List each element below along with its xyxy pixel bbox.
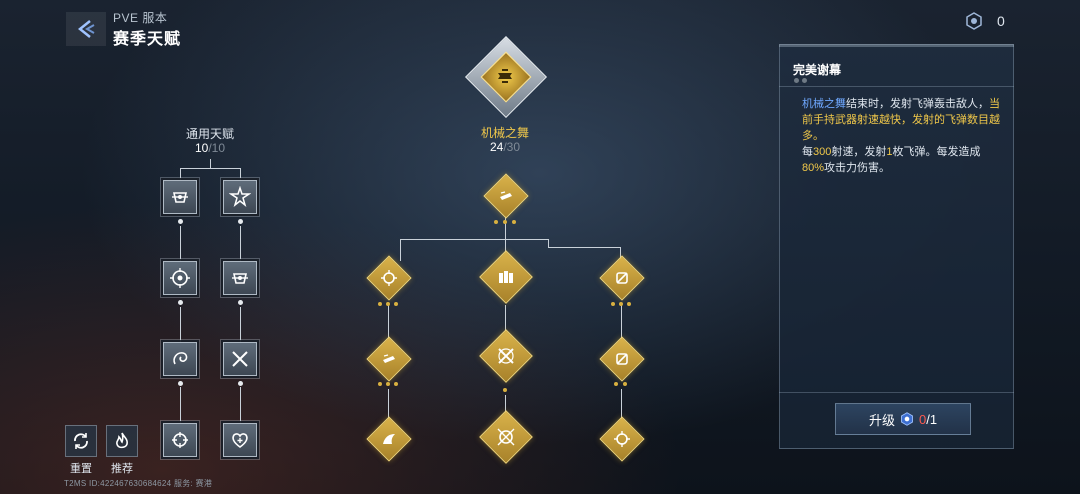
reset-icon — [74, 433, 88, 449]
mech-talent-node[interactable] — [599, 336, 645, 382]
shield-slash-icon — [616, 272, 628, 284]
crossed-blades-icon — [232, 351, 248, 367]
upgrade-label: 升级 — [868, 412, 895, 428]
crosshair-icon — [172, 432, 188, 448]
talent-point-icon — [901, 412, 913, 426]
talent-detail-title: 完美谢幕 — [793, 63, 842, 77]
page-title: 赛季天赋 — [113, 31, 182, 48]
skull-icon — [232, 273, 248, 284]
swirl-icon — [173, 352, 188, 365]
talent-point-counter: 0 — [965, 12, 1005, 30]
missile-icon — [383, 354, 395, 363]
mech-talent-node[interactable] — [479, 410, 533, 464]
mech-talent-node[interactable] — [479, 329, 533, 383]
upgrade-current: 0 — [918, 411, 927, 427]
talent-point-value: 0 — [997, 13, 1005, 29]
player-id-footer: T2MS ID:422467630684624 服务: 赛港 — [64, 479, 213, 488]
general-talents-count: 10/10 — [194, 141, 226, 155]
mech-talent-node[interactable] — [483, 173, 529, 219]
mech-talent-node[interactable] — [599, 416, 645, 462]
crossed-arrows-icon — [498, 348, 514, 364]
general-talent-node[interactable] — [163, 180, 197, 214]
general-talent-node[interactable] — [223, 342, 257, 376]
mech-talent-node[interactable] — [366, 416, 412, 462]
upgrade-max: /1 — [926, 411, 938, 427]
talent-point-icon — [966, 12, 982, 30]
header-subtitle: PVE 服本 — [113, 11, 168, 25]
general-talents-title: 通用天赋 — [185, 127, 234, 141]
ammo-icon — [499, 271, 513, 283]
back-arrow-icon — [77, 20, 95, 38]
crosshair-icon — [381, 270, 397, 286]
general-talent-node[interactable] — [223, 261, 257, 295]
mech-talent-node[interactable] — [599, 255, 645, 301]
recommend-button[interactable] — [106, 425, 138, 457]
talent-level-pips — [794, 78, 807, 83]
skull-crosshair-icon — [497, 428, 515, 446]
missile-icon — [500, 191, 512, 200]
talent-detail-panel — [779, 44, 1014, 449]
general-talent-node[interactable] — [223, 180, 257, 214]
general-talent-node[interactable] — [163, 423, 197, 457]
crosshair-icon — [614, 431, 630, 447]
recommend-label: 推荐 — [111, 463, 133, 475]
skull-icon — [172, 192, 188, 203]
talent-description: 机械之舞结束时，发射飞弹轰击敌人，当前手持武器射速越快，发射的飞弹数目越多。 每… — [802, 98, 1000, 174]
upgrade-button[interactable]: 升级 0/1 — [835, 403, 971, 435]
reset-button[interactable] — [65, 425, 97, 457]
mech-talent-node[interactable] — [366, 336, 412, 382]
mech-dance-emblem-icon — [490, 61, 520, 91]
back-button[interactable] — [66, 12, 106, 46]
mech-talent-node[interactable] — [479, 250, 533, 304]
reset-label: 重置 — [70, 463, 92, 475]
general-talent-node[interactable] — [163, 261, 197, 295]
mech-dance-count: 24/30 — [489, 140, 521, 154]
general-talent-node[interactable] — [163, 342, 197, 376]
mech-talent-node[interactable] — [366, 255, 412, 301]
burst-icon — [229, 186, 251, 208]
flame-icon — [116, 432, 128, 449]
shield-slash-icon — [616, 353, 628, 365]
heart-plus-icon — [232, 433, 248, 448]
target-icon — [170, 268, 190, 288]
wing-icon — [383, 434, 395, 444]
general-talent-node[interactable] — [223, 423, 257, 457]
mech-dance-title: 机械之舞 — [480, 126, 529, 140]
